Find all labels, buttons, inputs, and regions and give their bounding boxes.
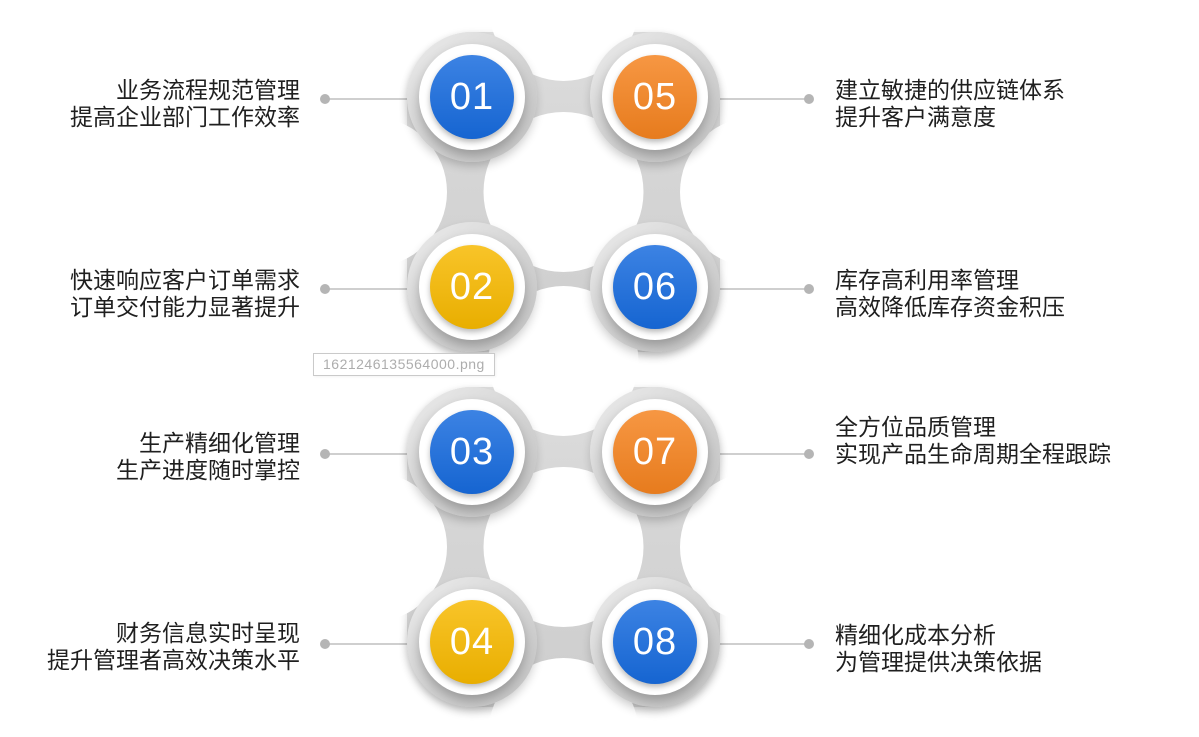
node-pad: 07 [590,387,720,517]
label-line: 提升管理者高效决策水平 [47,647,300,673]
label-line: 全方位品质管理 [835,414,996,440]
connector-dot [320,639,330,649]
node-circle: 03 [430,410,514,494]
node-ring: 05 [602,44,708,150]
node-circle: 04 [430,600,514,684]
label-01: 业务流程规范管理 提高企业部门工作效率 [70,77,300,131]
node-number: 07 [632,431,678,473]
label-02: 快速响应客户订单需求 订单交付能力显著提升 [70,267,300,321]
node-circle: 05 [613,55,697,139]
label-line: 提升客户满意度 [835,104,996,130]
node-circle: 07 [613,410,697,494]
label-06: 库存高利用率管理 高效降低库存资金积压 [835,267,1065,321]
connector-dot [804,284,814,294]
label-line: 高效降低库存资金积压 [835,294,1065,320]
label-line: 生产精细化管理 [139,430,300,456]
node-03: 03 [407,387,537,517]
label-line: 精细化成本分析 [835,622,996,648]
node-number: 05 [632,76,678,118]
connector-dot [320,449,330,459]
node-07: 07 [590,387,720,517]
label-07: 全方位品质管理 实现产品生命周期全程跟踪 [835,414,1111,468]
node-circle: 06 [613,245,697,329]
node-number: 03 [449,431,495,473]
label-line: 实现产品生命周期全程跟踪 [835,441,1111,467]
node-ring: 01 [419,44,525,150]
label-04: 财务信息实时呈现 提升管理者高效决策水平 [47,620,300,674]
image-filename-tooltip: 1621246135564000.png [313,353,495,376]
node-02: 02 [407,222,537,352]
label-line: 为管理提供决策依据 [835,649,1042,675]
node-pad: 06 [590,222,720,352]
connector-dot [320,284,330,294]
node-04: 04 [407,577,537,707]
connector-dot [804,639,814,649]
node-pad: 03 [407,387,537,517]
label-03: 生产精细化管理 生产进度随时掌控 [116,430,300,484]
node-circle: 01 [430,55,514,139]
label-05: 建立敏捷的供应链体系 提升客户满意度 [835,77,1065,131]
label-line: 业务流程规范管理 [116,77,300,103]
node-06: 06 [590,222,720,352]
node-01: 01 [407,32,537,162]
node-pad: 08 [590,577,720,707]
node-number: 01 [449,76,495,118]
node-ring: 08 [602,589,708,695]
connector-dot [804,94,814,104]
label-08: 精细化成本分析 为管理提供决策依据 [835,622,1042,676]
label-line: 财务信息实时呈现 [116,620,300,646]
label-line: 建立敏捷的供应链体系 [835,77,1065,103]
node-pad: 02 [407,222,537,352]
label-line: 订单交付能力显著提升 [70,294,300,320]
node-number: 04 [449,621,495,663]
node-ring: 02 [419,234,525,340]
node-ring: 07 [602,399,708,505]
connector-dots [320,94,814,649]
label-line: 库存高利用率管理 [835,267,1019,293]
connector-dot [804,449,814,459]
connector-dot [320,94,330,104]
node-number: 02 [449,266,495,308]
label-line: 快速响应客户订单需求 [70,267,300,293]
node-05: 05 [590,32,720,162]
node-pad: 01 [407,32,537,162]
node-circle: 02 [430,245,514,329]
node-08: 08 [590,577,720,707]
label-line: 提高企业部门工作效率 [70,104,300,130]
node-pad: 05 [590,32,720,162]
node-pad: 04 [407,577,537,707]
node-ring: 04 [419,589,525,695]
node-number: 08 [632,621,678,663]
node-ring: 03 [419,399,525,505]
node-number: 06 [632,266,678,308]
label-line: 生产进度随时掌控 [116,457,300,483]
node-circle: 08 [613,600,697,684]
node-ring: 06 [602,234,708,340]
